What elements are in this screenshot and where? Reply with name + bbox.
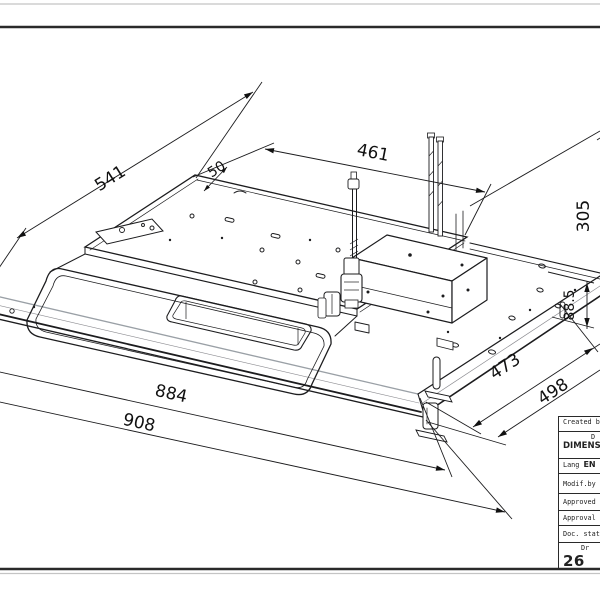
title-block-number-row: Dr 26 bbox=[559, 543, 600, 570]
dimensions: 541 461 50 305 bbox=[0, 81, 600, 520]
approved-label: Approved bbox=[563, 498, 596, 506]
dim-305: 305 bbox=[469, 130, 600, 232]
title-block-lang-row: Lang EN bbox=[559, 459, 600, 474]
dim-884-label: 884 bbox=[153, 381, 189, 408]
drawing-number-label: Dr bbox=[581, 544, 590, 552]
title-block-approval-row: Approval bbox=[559, 511, 600, 526]
dim-884: 884 bbox=[0, 371, 453, 478]
front-recess bbox=[26, 267, 332, 396]
title-block-docstate-row: Doc. stat bbox=[559, 526, 600, 543]
dim-461-label: 461 bbox=[355, 140, 391, 166]
dim-541-label: 541 bbox=[91, 162, 129, 196]
approval-label: Approval bbox=[563, 514, 596, 522]
lang-label: Lang bbox=[563, 461, 580, 469]
drawing-number: 26 bbox=[563, 552, 585, 570]
modif-by-label: Modif.by bbox=[563, 480, 596, 488]
drawing-title: DIMENSIONA bbox=[563, 441, 600, 452]
title-block-approved-row: Approved bbox=[559, 494, 600, 511]
lang-value: EN bbox=[583, 460, 596, 469]
title-block-title-row: D DIMENSIONA bbox=[559, 432, 600, 459]
dim-305-label: 305 bbox=[574, 200, 594, 232]
dim-88-5-label: 88.5 bbox=[562, 289, 578, 320]
description-label: D bbox=[591, 433, 596, 441]
dim-908-label: 908 bbox=[121, 410, 157, 437]
doc-state-label: Doc. stat bbox=[563, 530, 600, 538]
mounting-rods bbox=[427, 132, 444, 237]
dim-908: 908 bbox=[0, 401, 513, 520]
dim-473-label: 473 bbox=[486, 350, 524, 384]
sheet-frame bbox=[0, 3, 600, 575]
dim-88-5: 88.5 bbox=[547, 271, 595, 329]
title-block: Created b D DIMENSIONA Lang EN Modif.by … bbox=[558, 416, 600, 570]
motor-box bbox=[351, 234, 488, 351]
power-cable-connector bbox=[317, 171, 363, 319]
dim-498-label: 498 bbox=[534, 375, 572, 409]
title-block-created-row: Created b bbox=[559, 417, 600, 432]
panel-body bbox=[0, 242, 600, 443]
created-by-label: Created b bbox=[563, 418, 600, 426]
title-block-modif-row: Modif.by E bbox=[559, 474, 600, 494]
